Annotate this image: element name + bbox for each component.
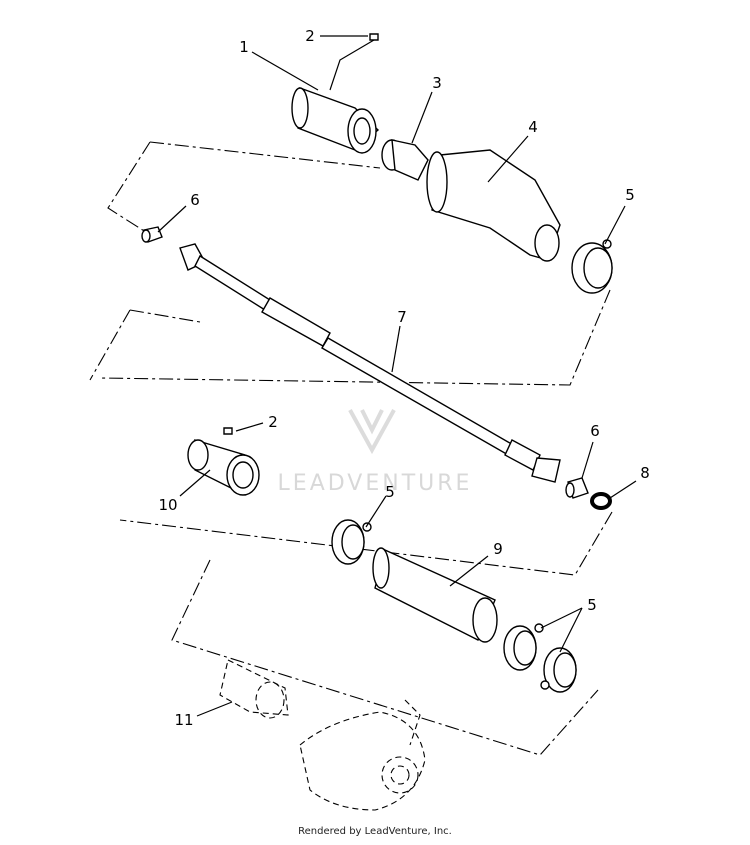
callout-11: 11 xyxy=(174,711,193,729)
callout-5-upper: 5 xyxy=(625,186,635,204)
part-4-boot xyxy=(426,149,561,262)
callout-6-upper: 6 xyxy=(190,191,200,209)
part-10-yoke xyxy=(187,439,260,496)
leader-lines xyxy=(157,35,637,717)
part-8-o-ring xyxy=(590,492,612,510)
watermark: LEADVENTURE xyxy=(278,409,473,496)
part-6-pin-lower xyxy=(565,477,589,499)
part-11-gearbox-input xyxy=(219,659,426,811)
callout-8: 8 xyxy=(640,464,650,482)
callout-6-lower: 6 xyxy=(590,422,600,440)
part-6-pin xyxy=(141,226,163,243)
assembly-guide-lines xyxy=(89,141,613,756)
part-2-set-screw-lower xyxy=(223,427,233,435)
part-5-clamp-middle xyxy=(331,519,372,565)
callout-3: 3 xyxy=(432,74,442,92)
callout-1: 1 xyxy=(239,38,249,56)
callout-2-upper: 2 xyxy=(305,27,315,45)
callout-5-lower: 5 xyxy=(587,596,597,614)
part-5-clamp xyxy=(571,239,613,294)
callout-4: 4 xyxy=(528,118,538,136)
callout-5-middle: 5 xyxy=(385,483,395,501)
part-2-set-screw xyxy=(329,33,379,91)
callout-2-lower: 2 xyxy=(268,413,278,431)
watermark-logo-icon xyxy=(348,409,396,455)
part-1-coupler xyxy=(291,87,380,154)
callout-9: 9 xyxy=(493,540,503,558)
watermark-text: LEADVENTURE xyxy=(278,471,473,496)
callout-7: 7 xyxy=(397,308,407,326)
part-3-bushing xyxy=(381,139,429,181)
footer-credit: Rendered by LeadVenture, Inc. xyxy=(298,826,452,837)
part-7-drive-shaft xyxy=(179,243,561,483)
callout-10: 10 xyxy=(158,496,177,514)
part-9-tube xyxy=(372,547,498,643)
part-5-clamp-lower-right xyxy=(540,647,577,693)
part-5-clamp-lower-left xyxy=(503,623,544,671)
